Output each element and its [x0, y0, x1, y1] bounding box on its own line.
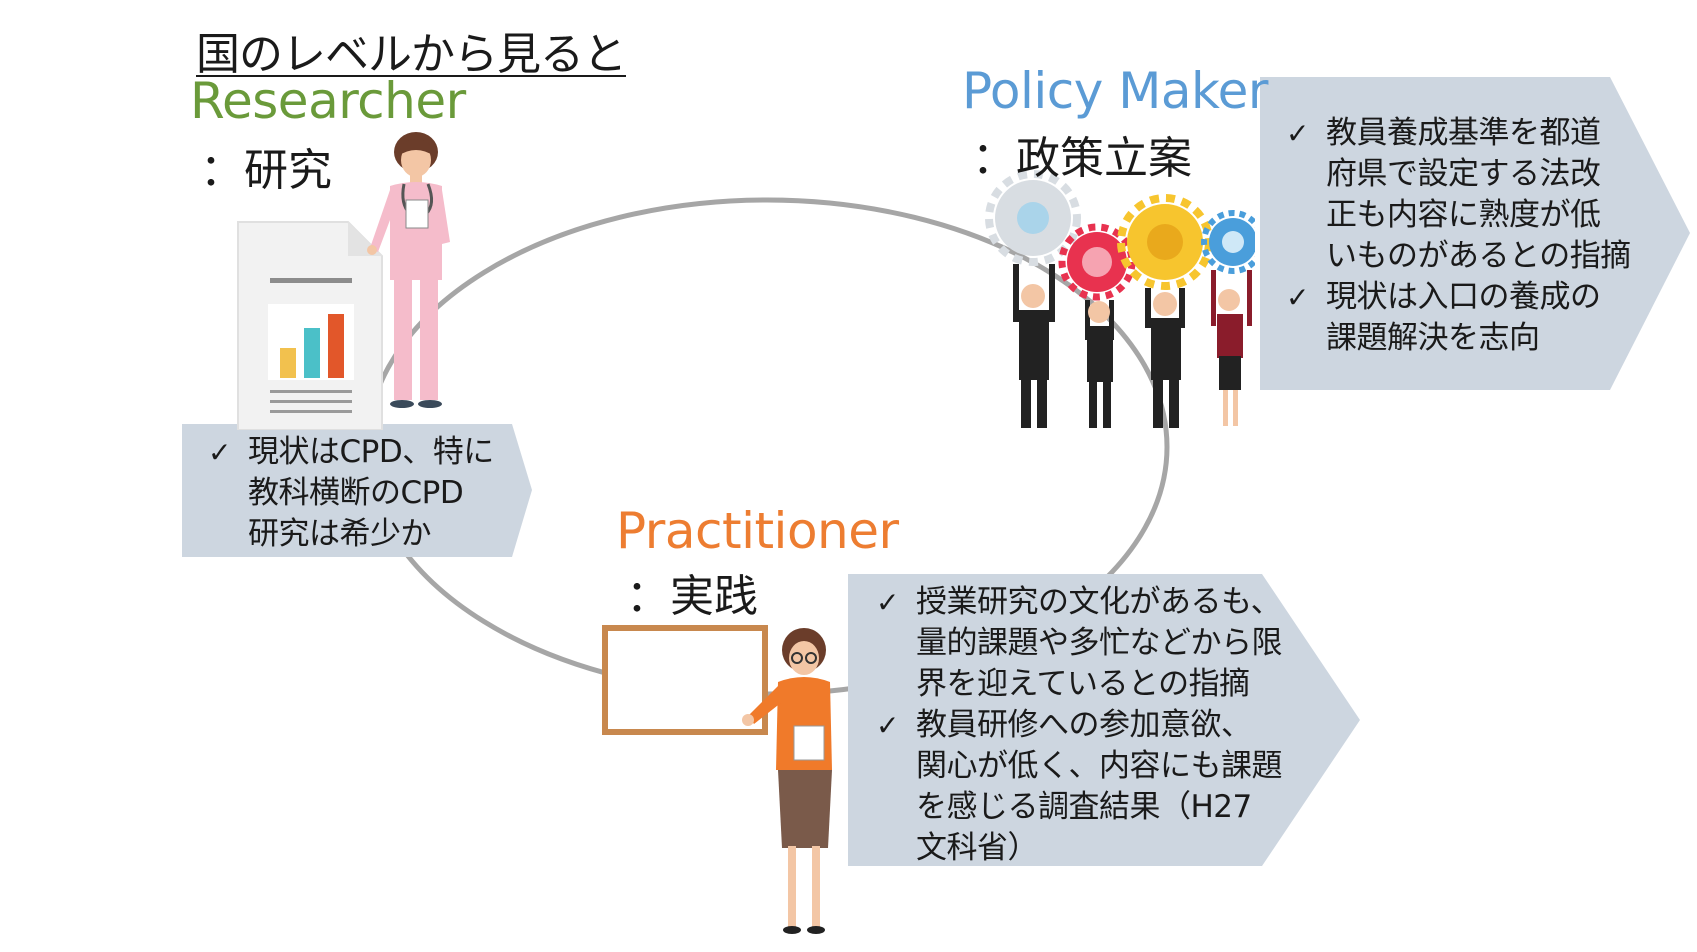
- policy-maker-callout: ✓ 教員養成基準を都道 府県で設定する法改 正も内容に熟度が低 いものがあるとの…: [1286, 113, 1631, 359]
- callout-line: 府県で設定する法改: [1326, 156, 1601, 192]
- list-item: ✓ 教員研修への参加意欲、 関心が低く、内容にも課題 を感じる調査結果（H27 …: [876, 705, 1283, 869]
- callout-line: 文科省）: [916, 830, 1039, 866]
- check-icon: ✓: [1286, 117, 1309, 150]
- callout-line: 現状は入口の養成の: [1326, 279, 1601, 315]
- practitioner-subtitle: ：実践: [626, 571, 758, 622]
- gear-icon: [1201, 210, 1255, 274]
- callout-line: 授業研究の文化があるも、: [916, 584, 1282, 620]
- check-icon: ✓: [876, 709, 899, 742]
- list-item: ✓ 現状は入口の養成の 課題解決を志向: [1286, 277, 1631, 359]
- policy-callout-box: [1260, 77, 1690, 390]
- teacher-with-board-icon: [602, 625, 832, 934]
- callout-line: を感じる調査結果（H27: [916, 789, 1252, 825]
- callout-line: 関心が低く、内容にも課題: [916, 748, 1283, 784]
- researcher-subtitle: ：研究: [200, 145, 332, 196]
- callout-line: 課題解決を志向: [1326, 320, 1540, 356]
- practitioner-callout: ✓ 授業研究の文化があるも、 量的課題や多忙などから限 界を迎えているとの指摘 …: [876, 582, 1283, 869]
- callout-line: 正も内容に熟度が低: [1326, 197, 1601, 233]
- callout-line: 界を迎えているとの指摘: [916, 666, 1250, 702]
- callout-line: いものがあるとの指摘: [1326, 238, 1631, 274]
- callout-line: 研究は希少か: [248, 516, 431, 552]
- policy-maker-subtitle: ：政策立案: [972, 133, 1192, 184]
- researcher-callout-box: [182, 424, 532, 557]
- people-holding-gears-icon: [985, 170, 1255, 428]
- gear-icon: [985, 170, 1081, 266]
- gear-icon: [1117, 194, 1213, 290]
- researcher-callout: ✓ 現状はCPD、特に 教科横断のCPD 研究は希少か: [208, 432, 494, 555]
- practitioner-title: Practitioner: [616, 502, 899, 560]
- doctor-with-report-icon: [237, 132, 450, 430]
- gear-icon: [1058, 223, 1136, 301]
- check-icon: ✓: [876, 586, 899, 619]
- callout-line: 教科横断のCPD: [248, 475, 464, 511]
- practitioner-callout-box: [848, 574, 1360, 866]
- list-item: ✓ 授業研究の文化があるも、 量的課題や多忙などから限 界を迎えているとの指摘: [876, 582, 1283, 705]
- page-title: 国のレベルから見ると: [196, 29, 627, 80]
- callout-line: 現状はCPD、特に: [248, 434, 494, 470]
- callout-line: 量的課題や多忙などから限: [916, 625, 1283, 661]
- callout-line: 教員研修への参加意欲、: [916, 707, 1252, 743]
- callout-line: 教員養成基準を都道: [1326, 115, 1601, 151]
- researcher-title: Researcher: [190, 72, 466, 130]
- policy-maker-title: Policy Maker: [962, 62, 1269, 120]
- list-item: ✓ 教員養成基準を都道 府県で設定する法改 正も内容に熟度が低 いものがあるとの…: [1286, 113, 1631, 277]
- list-item: ✓ 現状はCPD、特に 教科横断のCPD 研究は希少か: [208, 432, 494, 555]
- check-icon: ✓: [1286, 281, 1309, 314]
- check-icon: ✓: [208, 436, 231, 469]
